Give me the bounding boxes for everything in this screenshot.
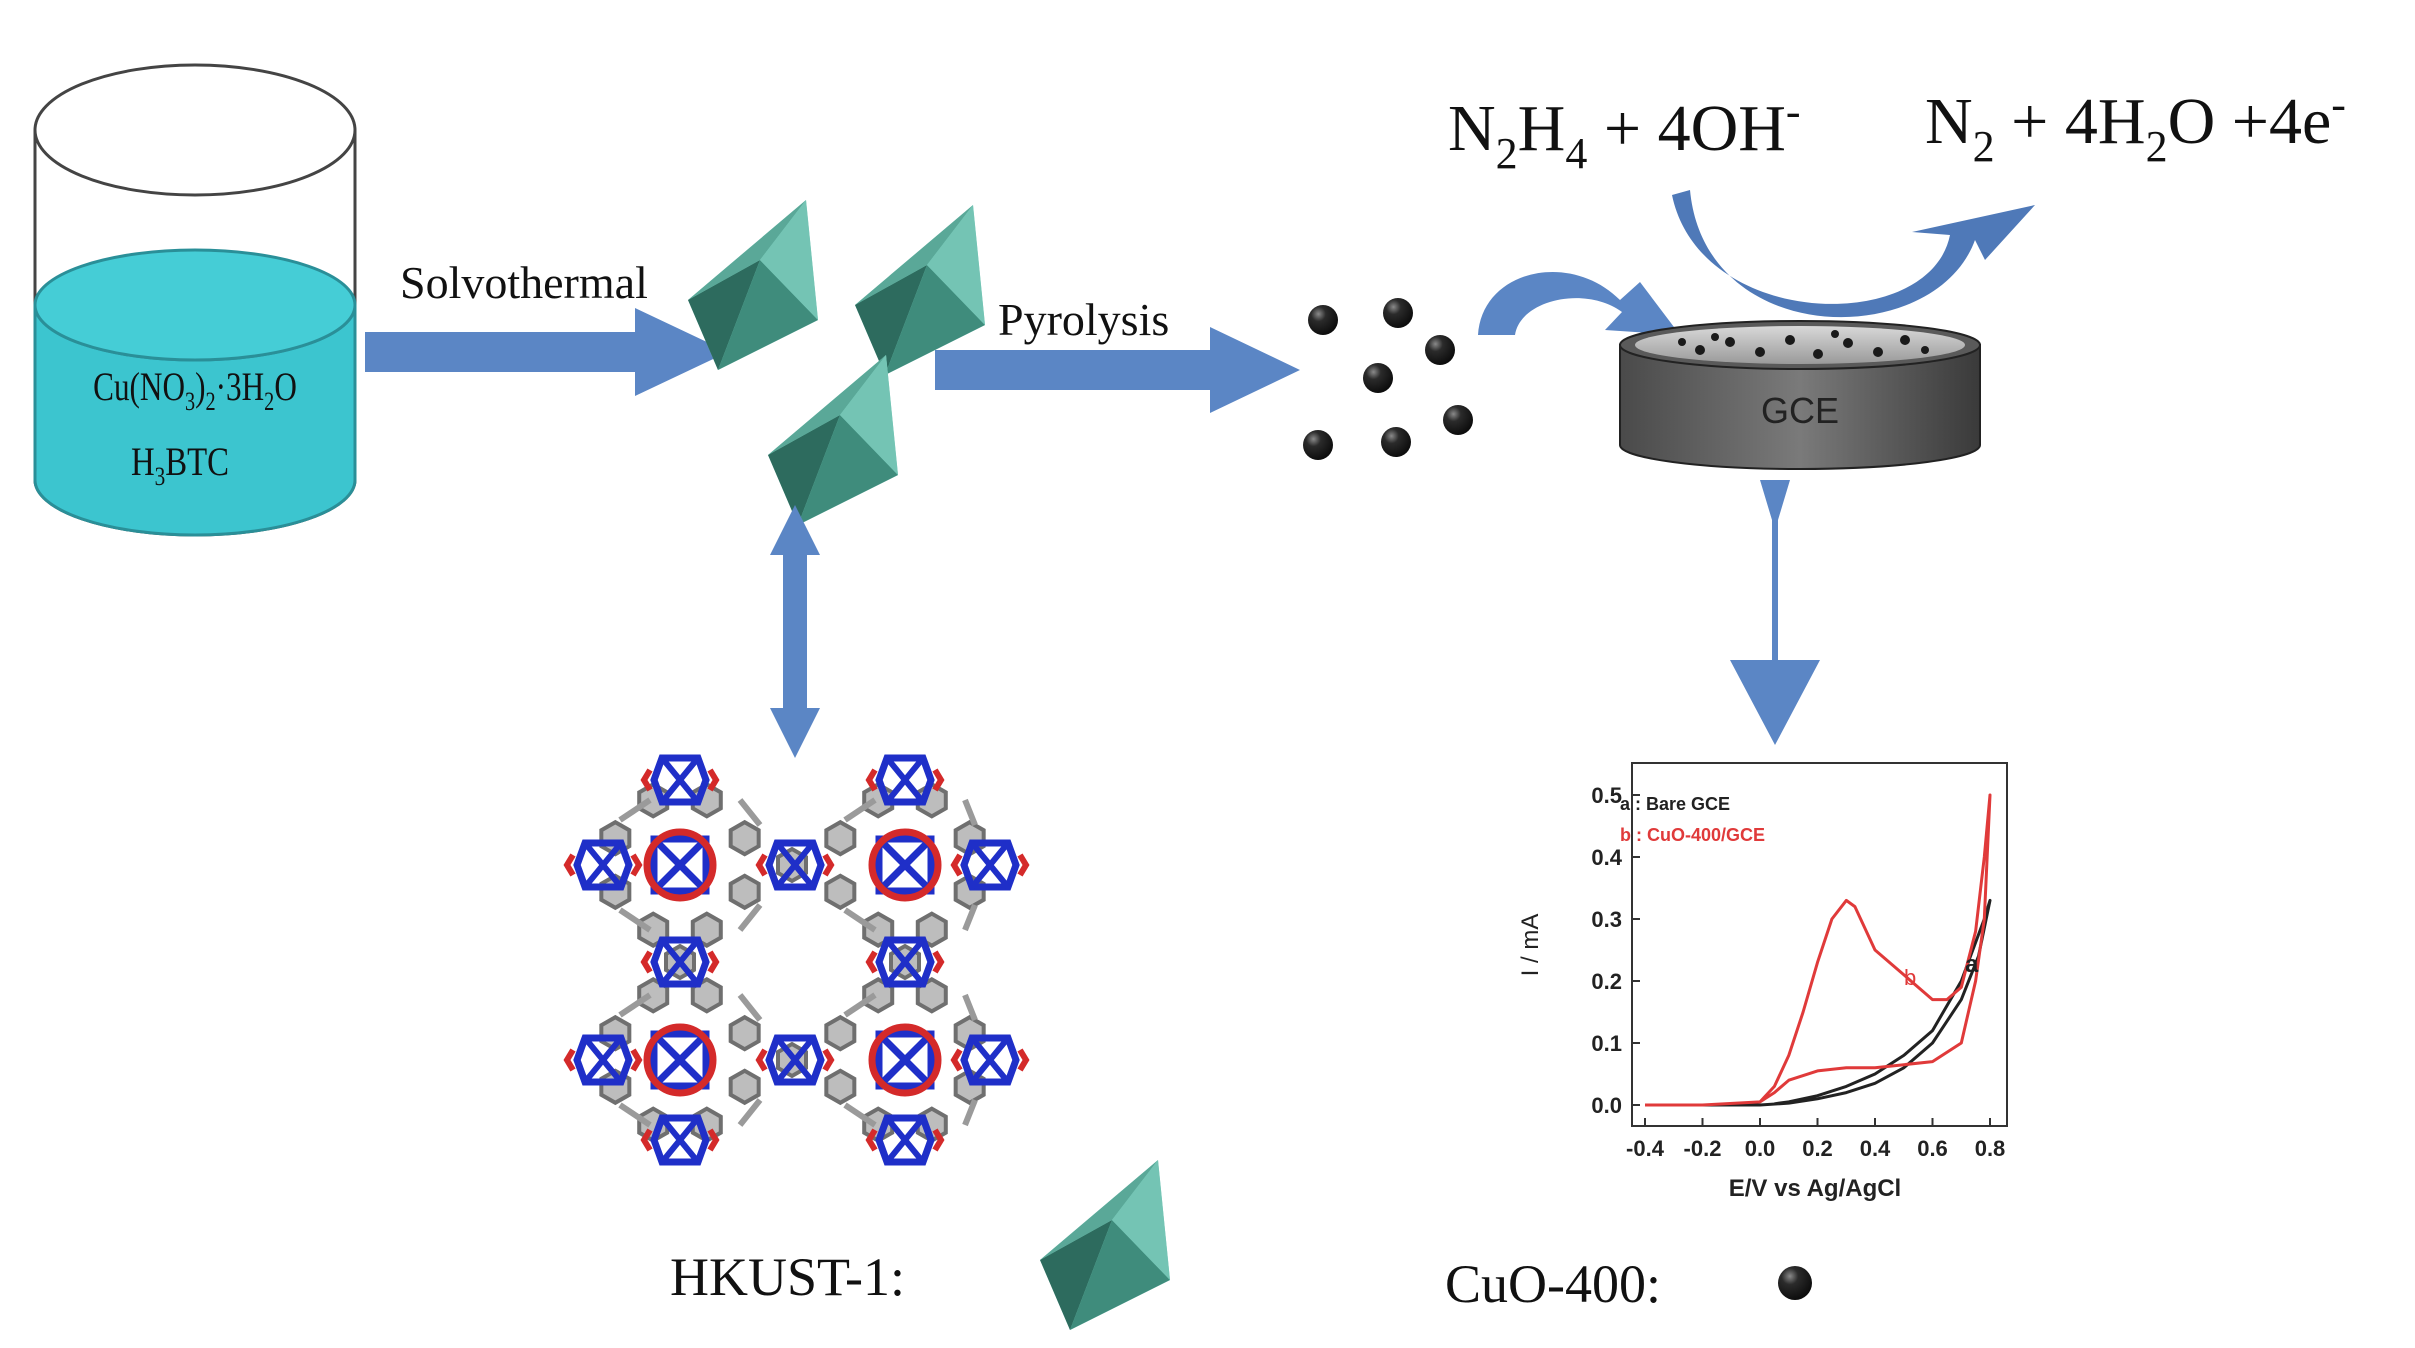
step-label-solvothermal: Solvothermal xyxy=(400,257,648,308)
octahedron-icon xyxy=(855,205,985,375)
cu-paddlewheel-node xyxy=(872,832,938,898)
curve-label-a: a xyxy=(1965,951,1979,978)
legend-label-hkust: HKUST-1: xyxy=(670,1247,905,1307)
cu-paddlewheel-node xyxy=(647,832,713,898)
sphere-icon xyxy=(1425,335,1455,365)
octahedron-icon xyxy=(1040,1160,1170,1330)
chart-series-line-b xyxy=(1645,793,1992,1107)
chart-x-axis-label: E/V vs Ag/AgCl xyxy=(1729,1175,1901,1202)
cuo-particles xyxy=(1303,298,1473,460)
btc-linker xyxy=(824,873,857,910)
precursor-label-h3btc: H3BTC xyxy=(131,439,229,492)
chart-x-tick-label: 0.0 xyxy=(1745,1136,1776,1161)
legend: HKUST-1: CuO-400: xyxy=(670,1160,1812,1330)
measurement-arrow xyxy=(1730,480,1820,745)
chart-y-tick-label: 0.1 xyxy=(1591,1031,1622,1056)
sphere-icon xyxy=(1383,298,1413,328)
solvothermal-arrow xyxy=(365,308,728,396)
chart-x-tick-label: 0.4 xyxy=(1860,1136,1891,1161)
curve-label-b: b xyxy=(1904,965,1916,990)
cu-paddlewheel-node xyxy=(567,843,639,887)
chart-y-tick-label: 0.3 xyxy=(1591,907,1622,932)
reaction-products: N2 + 4H2O +4e- xyxy=(1925,80,2346,171)
chart-legend-entry-a: a : Bare GCE xyxy=(1620,794,1730,814)
precursor-label-copper-nitrate: Cu(NO3)2·3H2O xyxy=(93,364,297,416)
legend-label-cuo: CuO-400: xyxy=(1445,1254,1661,1314)
cv-chart: -0.4 -0.2 0.0 0.2 0.4 0.6 0.8 0.0 0.1 0.2 0.3 0.4 0.… xyxy=(1517,762,2008,1202)
btc-linker xyxy=(728,1068,761,1105)
chart-y-tick-label: 0.2 xyxy=(1591,969,1622,994)
chart-x-tick-label: 0.6 xyxy=(1917,1136,1948,1161)
cu-paddlewheel-node xyxy=(872,1027,938,1093)
chart-x-tick-label: 0.8 xyxy=(1975,1136,2006,1161)
sphere-icon xyxy=(1308,305,1338,335)
reaction-arrow xyxy=(1672,190,2035,318)
electrode-label: GCE xyxy=(1761,390,1839,431)
sphere-icon xyxy=(1778,1266,1812,1300)
chart-x-tick-label: -0.2 xyxy=(1684,1136,1722,1161)
deposition-arrow xyxy=(1478,271,1680,335)
sphere-icon xyxy=(1363,363,1393,393)
btc-linker xyxy=(728,873,761,910)
beaker: Cu(NO3)2·3H2O H3BTC xyxy=(33,63,357,537)
octahedron-icon xyxy=(768,355,898,525)
hkust-framework-structure xyxy=(567,758,1026,1162)
chart-legend-entry-b: b : CuO-400/GCE xyxy=(1620,825,1765,845)
chart-y-tick-label: 0.4 xyxy=(1591,845,1622,870)
chart-y-axis-label: I / mA xyxy=(1517,914,1544,977)
cu-paddlewheel-node xyxy=(647,1027,713,1093)
sphere-icon xyxy=(1303,430,1333,460)
pyrolysis-arrow xyxy=(935,327,1300,413)
cu-paddlewheel-node xyxy=(567,1038,639,1082)
octahedron-icon xyxy=(688,200,818,370)
step-label-pyrolysis: Pyrolysis xyxy=(998,294,1169,345)
gce-electrode: GCE xyxy=(1619,320,1981,470)
structure-double-arrow xyxy=(770,505,820,758)
chart-x-tick-label: 0.2 xyxy=(1802,1136,1833,1161)
btc-linker xyxy=(824,1068,857,1105)
chart-y-tick-label: 0.0 xyxy=(1591,1093,1622,1118)
framework-bonds xyxy=(618,797,978,1128)
btc-linker xyxy=(824,820,857,857)
sphere-icon xyxy=(1443,405,1473,435)
reaction-reactants: N2H4 + 4OH- xyxy=(1448,87,1801,178)
chart-x-tick-label: -0.4 xyxy=(1626,1136,1665,1161)
chart-plot-frame xyxy=(1631,762,2008,1127)
sphere-icon xyxy=(1381,427,1411,457)
chart-y-tick-label: 0.5 xyxy=(1591,783,1622,808)
btc-linker xyxy=(728,1015,761,1052)
btc-linker xyxy=(728,820,761,857)
btc-linker xyxy=(824,1015,857,1052)
